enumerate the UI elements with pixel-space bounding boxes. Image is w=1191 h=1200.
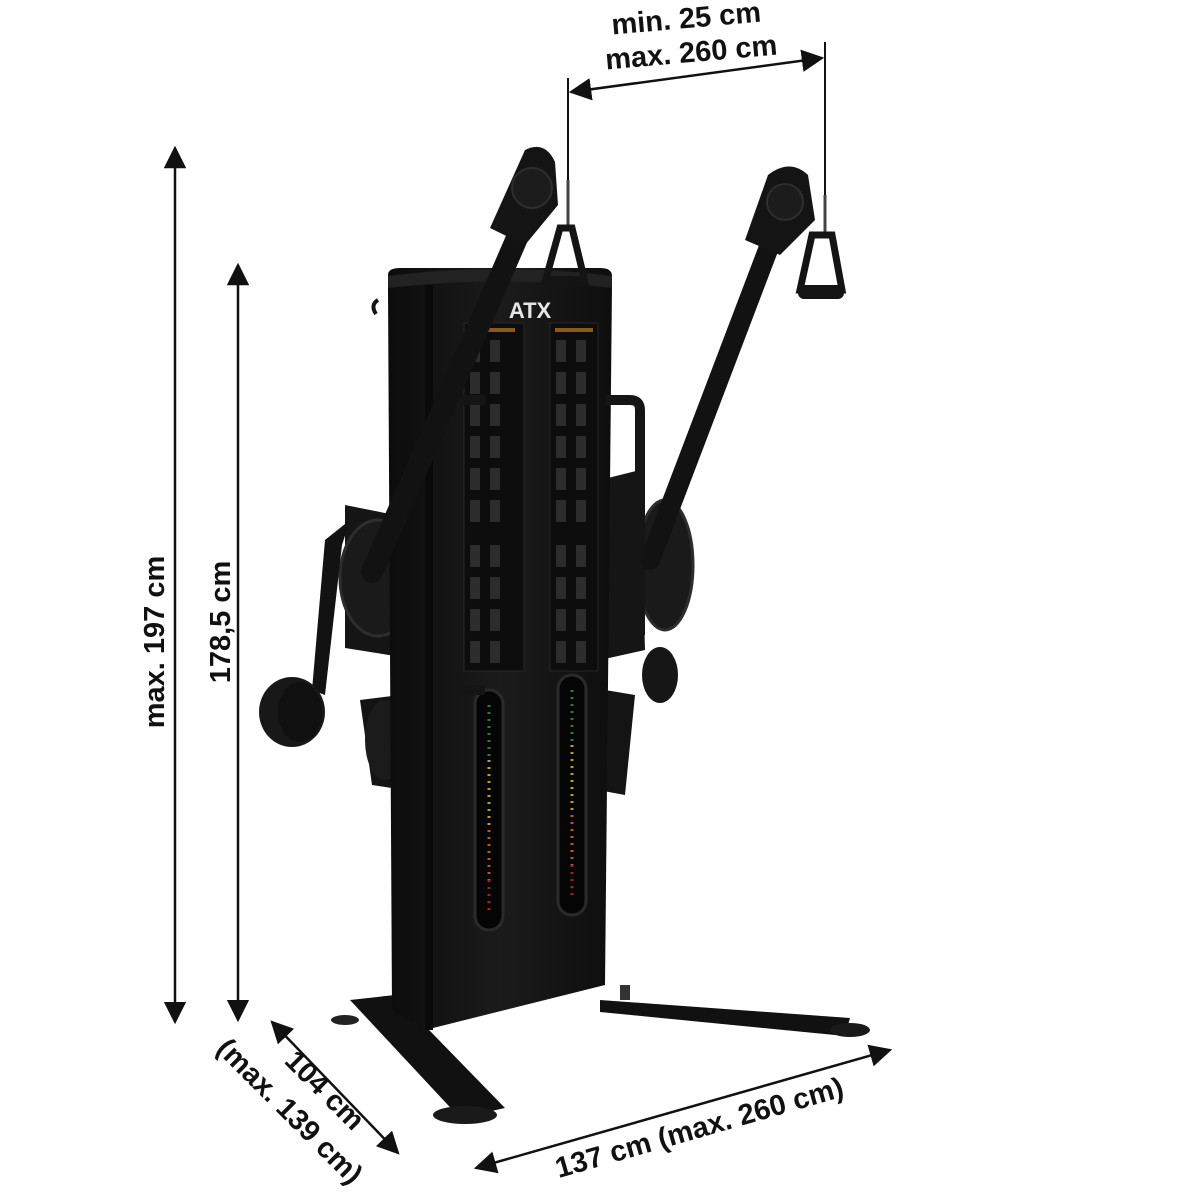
right-pulley-frame (598, 470, 695, 795)
left-swing-arm (361, 146, 590, 583)
max-height-label: max. 197 cm (139, 556, 171, 729)
dimension-lines (163, 42, 893, 1174)
left-lower-arm (259, 520, 350, 747)
right-swing-arm (640, 166, 847, 570)
brand-logo: ATX (509, 298, 552, 323)
top-width-arrow (568, 49, 825, 101)
tower: ATX (371, 268, 645, 1030)
tower-height-label: 178,5 cm (205, 561, 237, 684)
cable-machine-illustration: ATX (259, 146, 870, 1124)
weight-markers (487, 690, 574, 915)
base-width-arrow (473, 1044, 893, 1174)
base-width-label: 137 cm (max. 260 cm) (552, 1072, 848, 1185)
depth-arrow (270, 1020, 400, 1155)
placard-grid (470, 340, 586, 663)
